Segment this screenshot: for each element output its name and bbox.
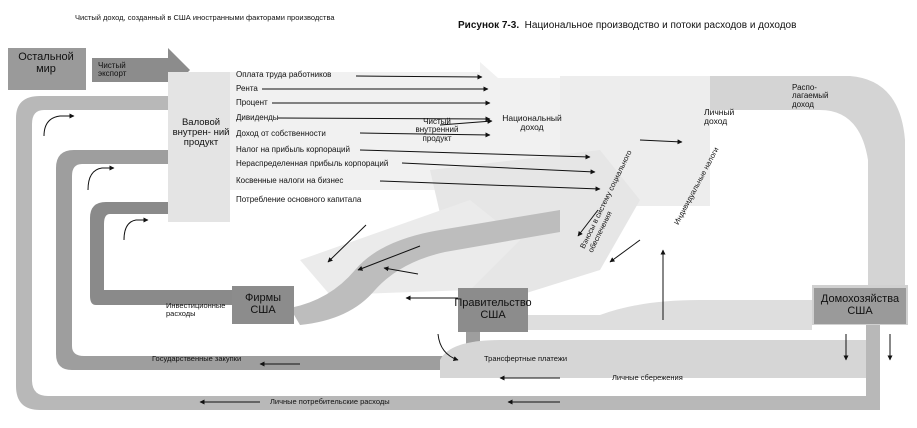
arrow-indirect-tax [379, 180, 601, 192]
income-item-proprietors: Доход от собственности [236, 129, 326, 138]
arrow-wages [355, 74, 483, 80]
flow-bands [16, 48, 908, 410]
ndp-label: Чистый внутренний продукт [415, 117, 459, 143]
rest-of-world-box [8, 48, 86, 90]
figure-title: Национальное производство и потоки расхо… [524, 20, 797, 31]
rest-of-world-label: Остальной мир [18, 51, 74, 75]
gdp-column [168, 72, 230, 222]
firms-gov-wave [290, 210, 560, 325]
gdp-label: Валовой внутрен- ний продукт [172, 117, 230, 148]
arrow-transfers [437, 333, 459, 361]
income-item-indirect-tax: Косвенные налоги на бизнес [236, 176, 344, 185]
income-item-corp-tax: Налог на прибыль корпораций [236, 145, 350, 154]
government-label: Правительство США [454, 297, 532, 321]
arrow-ni-pi [639, 139, 683, 145]
arrow-dividends [277, 116, 491, 122]
personal-income-label: Личный доход [704, 107, 735, 126]
net-export-label: Чистый экспорт [98, 61, 127, 79]
income-item-retained: Нераспределенная прибыль корпораций [236, 159, 389, 168]
investment-loop [90, 202, 232, 305]
households-box: Домохозяйства США [814, 288, 906, 324]
savings-label: Личные сбережения [612, 373, 683, 382]
arrow-loop-inner [123, 217, 149, 241]
income-item-dividends: Дивиденды [236, 113, 279, 122]
arrow-ndp-ni [439, 118, 493, 126]
transfers-label: Трансфертные платежи [484, 354, 568, 363]
households-label: Домохозяйства США [820, 293, 900, 317]
disposable-income-band [710, 76, 905, 290]
arrow-proprietors [359, 132, 491, 138]
arrow-corp-tax [359, 149, 591, 160]
arrow-individual-tax [609, 239, 641, 263]
savings-band [440, 340, 866, 378]
national-income-band [230, 62, 560, 190]
arrow-to-firms-2 [383, 266, 419, 275]
disposable-income-label: Распо- лагаемый доход [792, 83, 829, 109]
firms-label: Фирмы США [244, 292, 282, 316]
income-item-wages: Оплата труда работников [236, 70, 332, 79]
consumption-label: Личные потребительские расходы [270, 397, 390, 406]
income-item-depreciation: Потребление основного капитала [236, 195, 362, 204]
income-item-interest: Процент [236, 98, 268, 107]
national-income-label: Национальный доход [502, 113, 562, 132]
net-export-band [92, 48, 190, 92]
investment-label: Инвестиционные расходы [166, 301, 226, 318]
transfers-band [520, 300, 812, 330]
arrow-to-firms-1 [357, 245, 421, 271]
income-item-rent: Рента [236, 84, 258, 93]
arrow-social-security [577, 209, 599, 237]
firms-box: Фирмы США [232, 286, 294, 324]
government-box: Правительство США [454, 288, 532, 332]
top-note: Чистый доход, созданный в США иностранны… [75, 13, 335, 22]
arrows [43, 74, 893, 405]
arrow-retained [401, 162, 596, 175]
arrow-depreciation [327, 224, 367, 263]
figure-label: Рисунок 7-3. [458, 20, 520, 31]
figure-caption: Рисунок 7-3. Национальное производство и… [458, 20, 796, 31]
arrow-loop-outer [43, 113, 75, 137]
arrow-loop-mid [87, 165, 115, 191]
gov-purchases-label: Государственные закупки [152, 354, 242, 363]
